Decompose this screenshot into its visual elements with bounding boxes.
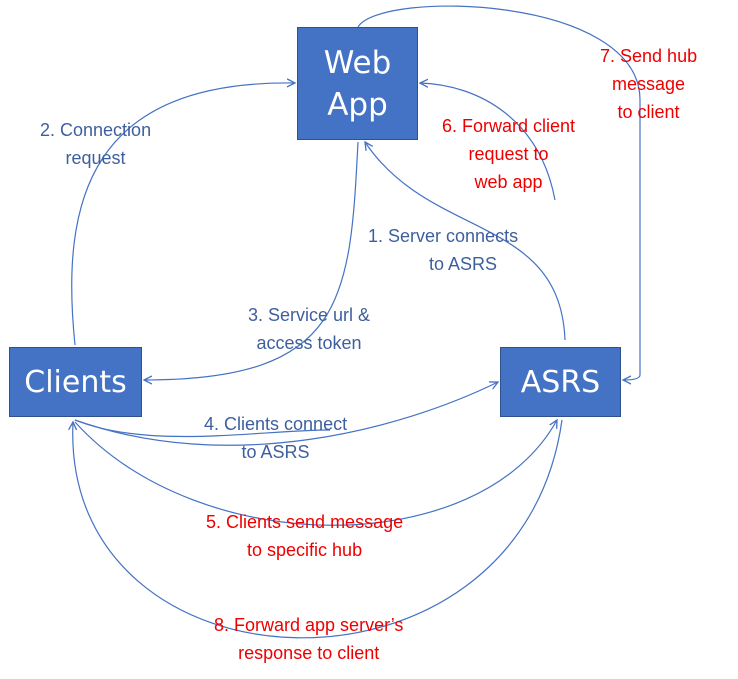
step-8-line-1: 8. Forward app server’s xyxy=(214,615,404,635)
step-3-line-2: access token xyxy=(256,333,362,353)
web-app-label-2: App xyxy=(327,86,388,123)
clients-node: Clients xyxy=(9,347,142,417)
step-4-line-1: 4. Clients connect xyxy=(204,414,348,434)
arrow-send-message xyxy=(74,420,557,526)
arrow-server-connects xyxy=(365,142,566,341)
step-5-line-1: 5. Clients send message xyxy=(206,512,404,532)
step-2-line-1: 2. Connection xyxy=(40,120,152,140)
arrow-forward-request xyxy=(420,83,556,201)
step-2-label: 2. Connection request xyxy=(40,116,151,172)
step-3-label: 3. Service url & access token xyxy=(248,301,370,357)
step-7-line-3: to client xyxy=(617,102,680,122)
step-1-line-2: to ASRS xyxy=(429,254,498,274)
step-6-line-2: request to xyxy=(468,144,549,164)
step-4-line-2: to ASRS xyxy=(241,442,310,462)
step-7-label: 7. Send hub message to client xyxy=(600,42,697,126)
step-6-label: 6. Forward client request to web app xyxy=(442,112,575,196)
step-8-label: 8. Forward app server’s response to clie… xyxy=(214,611,403,667)
step-1-label: 1. Server connects to ASRS xyxy=(368,222,518,278)
arrow-forward-response xyxy=(73,419,563,639)
step-5-line-2: to specific hub xyxy=(247,540,363,560)
arrow-service-url xyxy=(144,141,359,380)
asrs-label: ASRS xyxy=(520,364,601,400)
web-app-label-1: Web xyxy=(323,44,392,81)
arrow-send-hub xyxy=(357,5,641,380)
arrow-clients-connect-arc xyxy=(74,419,331,438)
arrow-clients-connect xyxy=(74,382,498,446)
step-2-line-2: request xyxy=(65,148,126,168)
step-3-line-1: 3. Service url & xyxy=(248,305,371,325)
step-7-line-2: message xyxy=(612,74,686,94)
clients-label: Clients xyxy=(24,364,127,400)
step-4-label: 4. Clients connect to ASRS xyxy=(204,410,347,466)
asrs-node: ASRS xyxy=(500,347,621,417)
step-7-line-1: 7. Send hub xyxy=(600,46,698,66)
step-5-label: 5. Clients send message to specific hub xyxy=(206,508,403,564)
step-1-line-1: 1. Server connects xyxy=(368,226,519,246)
step-6-line-1: 6. Forward client xyxy=(442,116,576,136)
arrow-connection-request xyxy=(71,83,295,346)
step-6-line-3: web app xyxy=(474,172,543,192)
step-8-line-2: response to client xyxy=(238,643,380,663)
